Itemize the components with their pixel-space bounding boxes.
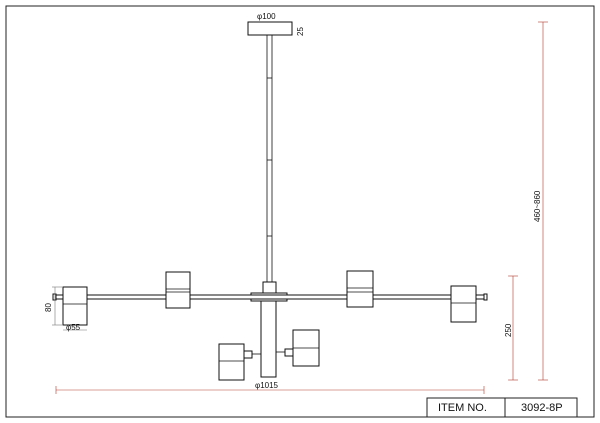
shade-lower-right (276, 329, 320, 367)
shade-inner-right (346, 270, 374, 308)
vertical-body (260, 300, 277, 378)
overall-height-dimension (538, 21, 548, 381)
overall-height-label: 460~860 (533, 190, 542, 222)
canopy-height-label: 25 (296, 27, 305, 36)
shade-far-left (62, 286, 88, 326)
body-height-label: 250 (504, 323, 513, 337)
shade-height-label: 80 (44, 303, 53, 312)
drawing-border (5, 5, 595, 418)
shade-diameter-label: φ55 (66, 323, 81, 332)
shade-height-dimension (52, 286, 62, 326)
horizontal-arm (52, 293, 488, 301)
overall-width-dimension (55, 386, 485, 394)
overall-width-label: φ1015 (255, 381, 279, 390)
rod-collar (262, 281, 277, 294)
item-number-label: ITEM NO. (438, 402, 487, 414)
shade-lower-left (218, 343, 261, 381)
suspension-rod (266, 35, 273, 282)
body-height-dimension (508, 275, 518, 381)
canopy (247, 21, 293, 36)
title-block (426, 397, 578, 418)
shade-inner-left (165, 271, 191, 309)
canopy-diameter-label: φ100 (257, 12, 276, 21)
item-number-value: 3092-8P (521, 402, 563, 414)
shade-far-right (450, 285, 477, 323)
